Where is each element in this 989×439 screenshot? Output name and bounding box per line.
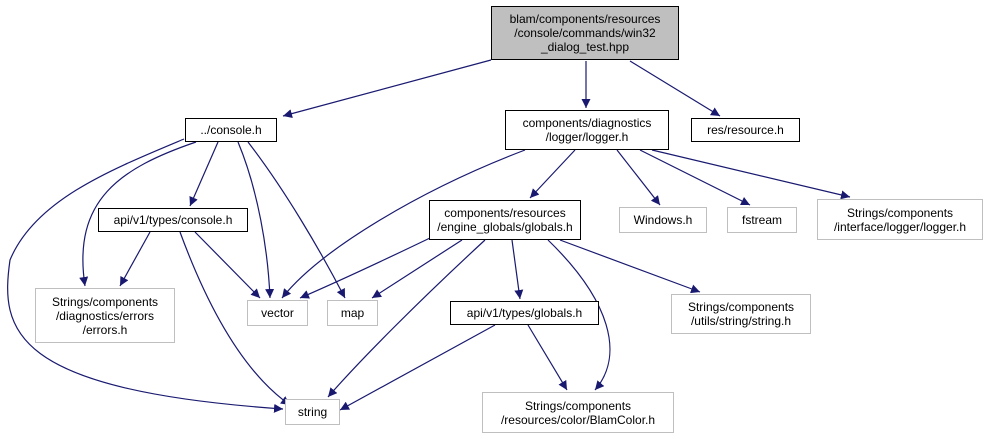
edge-types_console_h-to-string: [179, 231, 291, 406]
node-label-line: Strings/components: [687, 300, 795, 314]
edge-logger_h-to-globals_h: [529, 149, 576, 199]
edge-globals_h-to-types_globals_h: [511, 239, 524, 300]
node-api-v1-types-console-h[interactable]: api/v1/types/console.h: [98, 208, 248, 232]
node-label-line: /engine_globals/globals.h: [437, 220, 573, 234]
node-label-line: vector: [261, 306, 294, 320]
edge-types_globals_h-to-string: [339, 324, 496, 411]
node-resource-h[interactable]: res/resource.h: [691, 118, 800, 142]
node-label-line: ../console.h: [200, 123, 262, 137]
node-label-line: Strings/components: [51, 294, 159, 309]
node-label-line: api/v1/types/console.h: [113, 213, 233, 227]
node-label-line: /errors.h: [82, 322, 128, 337]
node-engine-globals-h[interactable]: components/resources /engine_globals/glo…: [429, 200, 581, 240]
node-console-h[interactable]: ../console.h: [185, 118, 277, 142]
edge-types_console_h-to-errors_h: [119, 231, 151, 287]
node-label-line: res/resource.h: [707, 123, 784, 137]
edge-globals_h-to-string_h: [559, 239, 701, 294]
edge-globals_h-to-vector: [299, 237, 431, 299]
edge-console_h-to-string: [7, 138, 284, 413]
node-label-line: components/resources: [444, 206, 566, 220]
node-label-line: /diagnostics/errors: [55, 308, 155, 323]
root-node-win32-dialog-test-hpp: blam/components/resources /console/comma…: [491, 6, 679, 60]
node-fstream: fstream: [727, 207, 797, 233]
node-label-line: Windows.h: [633, 213, 693, 227]
edge-globals_h-to-blamcolor_h: [547, 239, 611, 391]
edge-logger_h-to-windows_h: [616, 149, 661, 206]
edge-globals_h-to-map: [371, 239, 463, 299]
node-label-line: /utils/string/string.h: [690, 314, 792, 328]
node-label-line: Strings/components: [846, 205, 954, 220]
edge-types_console_h-to-vector: [194, 231, 261, 299]
node-vector: vector: [247, 300, 308, 326]
edge-console_h-to-map: [247, 141, 346, 299]
node-api-v1-types-globals-h[interactable]: api/v1/types/globals.h: [450, 301, 599, 325]
node-strings-resources-color-blamcolor-h: Strings/components /resources/color/Blam…: [482, 392, 674, 433]
edge-logger_h-to-fstream: [639, 149, 751, 206]
node-label-line: api/v1/types/globals.h: [466, 306, 583, 320]
edge-root-to-resource_h: [629, 60, 721, 117]
node-label-line: map: [340, 306, 365, 320]
edge-globals_h-to-string: [327, 239, 486, 398]
edge-console_h-to-errors_h: [79, 141, 197, 287]
node-strings-interface-logger-h: Strings/components /interface/logger/log…: [817, 199, 983, 240]
node-label-line: string: [297, 405, 328, 419]
node-label-line: blam/components/resources: [509, 12, 661, 26]
edges-layer: [7, 59, 851, 413]
node-windows-h: Windows.h: [619, 207, 707, 233]
node-label-line: /interface/logger/logger.h: [833, 219, 967, 234]
edge-console_h-to-types_console_h: [189, 141, 219, 207]
edge-root-to-console_h: [282, 59, 492, 119]
edge-console_h-to-vector: [237, 141, 275, 299]
node-string: string: [285, 399, 340, 425]
node-map: map: [327, 300, 378, 326]
edge-logger_h-to-strings_logger_h: [651, 149, 851, 200]
node-label-line: /logger/logger.h: [545, 130, 629, 144]
node-label-line: /resources/color/BlamColor.h: [500, 412, 656, 427]
node-label-line: _dialog_test.hpp: [540, 40, 630, 54]
node-logger-h[interactable]: components/diagnostics /logger/logger.h: [505, 110, 669, 150]
node-strings-utils-string-h: Strings/components /utils/string/string.…: [671, 294, 811, 334]
node-label-line: /console/commands/win32: [514, 26, 656, 40]
node-label-line: Strings/components: [524, 398, 632, 413]
edge-logger_h-to-vector: [281, 149, 526, 299]
node-strings-diagnostics-errors-h: Strings/components /diagnostics/errors /…: [35, 288, 175, 343]
node-label-line: components/diagnostics: [522, 116, 652, 130]
edge-types_globals_h-to-blamcolor_h: [527, 324, 568, 391]
node-label-line: fstream: [741, 213, 782, 227]
